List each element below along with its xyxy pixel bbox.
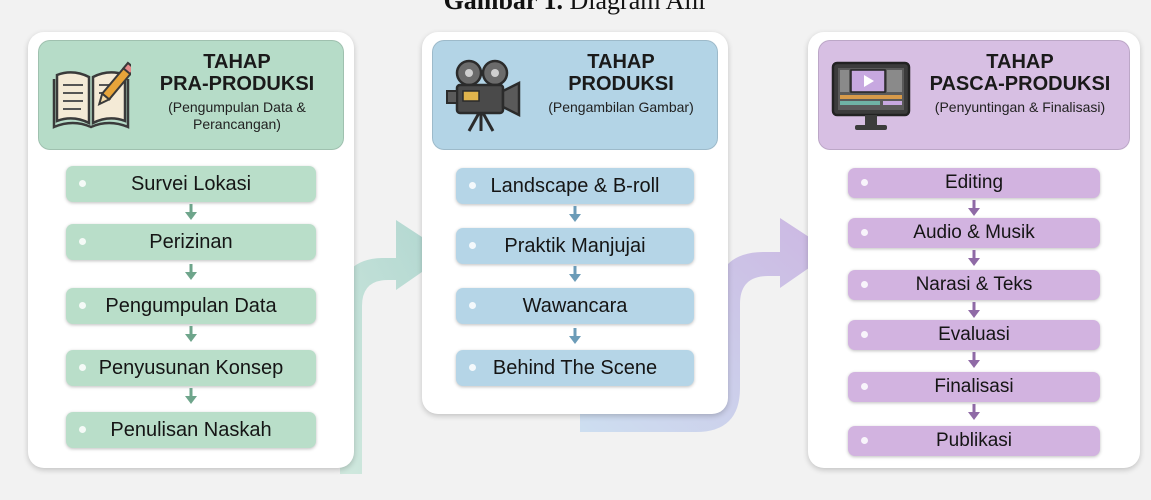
down-arrow-icon (569, 266, 581, 282)
stage-pasca-produksi-panel: TAHAP PASCA-PRODUKSI (Penyuntingan & Fin… (808, 32, 1140, 468)
step-box: Editing (848, 168, 1100, 198)
step-box: Evaluasi (848, 320, 1100, 350)
stage-title-line2: PRA-PRODUKSI (159, 73, 315, 95)
bullet-dot (79, 238, 86, 245)
caption-text: Diagram Alir (569, 0, 708, 15)
step-label: Survei Lokasi (130, 172, 252, 195)
step-label: Penyusunan Konsep (98, 356, 284, 379)
down-arrow-icon (968, 352, 980, 368)
stage-title-line1: TAHAP (587, 51, 655, 73)
step-box: Penyusunan Konsep (66, 350, 316, 386)
down-arrow-icon (185, 326, 197, 342)
stage-subtitle: (Pengambilan Gambar) (548, 99, 694, 115)
bullet-dot (861, 281, 868, 288)
stage-subtitle: (Pengumpulan Data & Perancangan) (168, 99, 306, 132)
step-label: Finalisasi (934, 376, 1014, 397)
step-box: Landscape & B-roll (456, 168, 694, 204)
down-arrow-icon (968, 302, 980, 318)
stage-header: TAHAP PRODUKSI (Pengambilan Gambar) (432, 40, 718, 150)
bullet-dot (79, 180, 86, 187)
step-label: Behind The Scene (492, 356, 658, 379)
stage-header: TAHAP PRA-PRODUKSI (Pengumpulan Data & P… (38, 40, 344, 150)
step-label: Perizinan (149, 230, 233, 253)
bullet-dot (861, 179, 868, 186)
stage-title-line2: PASCA-PRODUKSI (929, 73, 1111, 95)
bullet-dot (469, 182, 476, 189)
step-box: Wawancara (456, 288, 694, 324)
bullet-dot (861, 229, 868, 236)
step-box: Narasi & Teks (848, 270, 1100, 300)
step-label: Evaluasi (938, 324, 1010, 345)
bullet-dot (861, 331, 868, 338)
bullet-dot (79, 426, 86, 433)
stage-subtitle: (Penyuntingan & Finalisasi) (934, 99, 1106, 115)
bullet-dot (469, 364, 476, 371)
caption-label: Gambar 1. (443, 0, 563, 15)
bullet-dot (79, 302, 86, 309)
down-arrow-icon (968, 200, 980, 216)
down-arrow-icon (569, 328, 581, 344)
bullet-dot (469, 242, 476, 249)
stage-pra-produksi-panel: TAHAP PRA-PRODUKSI (Pengumpulan Data & P… (28, 32, 354, 468)
bullet-dot (79, 364, 86, 371)
arrow-produksi-to-pasca (580, 218, 832, 432)
step-box: Finalisasi (848, 372, 1100, 402)
down-arrow-icon (185, 388, 197, 404)
step-box: Behind The Scene (456, 350, 694, 386)
step-box: Praktik Manjujai (456, 228, 694, 264)
down-arrow-icon (968, 250, 980, 266)
step-box: Penulisan Naskah (66, 412, 316, 448)
film-camera-icon (446, 59, 521, 132)
step-label: Audio & Musik (913, 222, 1035, 243)
step-box: Survei Lokasi (66, 166, 316, 202)
step-box: Perizinan (66, 224, 316, 260)
stage-header: TAHAP PASCA-PRODUKSI (Penyuntingan & Fin… (818, 40, 1130, 150)
stage-title-line1: TAHAP (203, 51, 271, 73)
step-label: Landscape & B-roll (490, 174, 660, 197)
step-label: Praktik Manjujai (504, 234, 646, 257)
step-label: Pengumpulan Data (105, 294, 277, 317)
open-book-pencil-icon (52, 61, 131, 129)
bullet-dot (469, 302, 476, 309)
video-editor-monitor-icon (831, 61, 911, 130)
step-label: Wawancara (522, 294, 628, 317)
stage-produksi-panel: TAHAP PRODUKSI (Pengambilan Gambar) Land… (422, 32, 728, 414)
step-box: Pengumpulan Data (66, 288, 316, 324)
stage-title-line1: TAHAP (986, 51, 1054, 73)
step-label: Editing (944, 172, 1004, 193)
figure-caption: Gambar 1. Diagram Alir (0, 0, 1151, 16)
down-arrow-icon (185, 264, 197, 280)
stage-title-line2: PRODUKSI (568, 73, 674, 95)
down-arrow-icon (185, 204, 197, 220)
bullet-dot (861, 437, 868, 444)
step-label: Penulisan Naskah (110, 418, 272, 441)
down-arrow-icon (968, 404, 980, 420)
down-arrow-icon (569, 206, 581, 222)
step-label: Narasi & Teks (915, 274, 1033, 295)
step-box: Audio & Musik (848, 218, 1100, 248)
step-label: Publikasi (935, 430, 1013, 451)
step-box: Publikasi (848, 426, 1100, 456)
bullet-dot (861, 383, 868, 390)
